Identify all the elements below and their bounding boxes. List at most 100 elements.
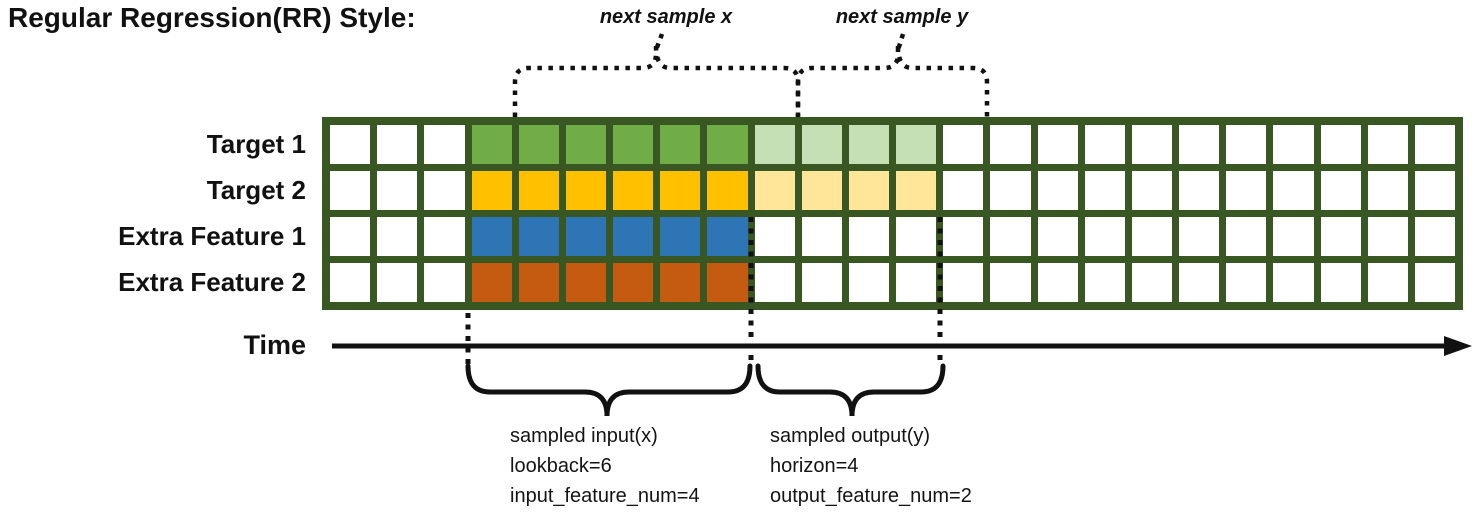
grid-cell: [1084, 171, 1125, 210]
sampled-input-caption-line3: input_feature_num=4: [510, 485, 700, 507]
grid-cell: [707, 217, 748, 256]
grid-cell: [801, 171, 842, 210]
grid-cell: [1131, 171, 1172, 210]
grid-cell: [1367, 263, 1408, 302]
grid-cell: [424, 171, 465, 210]
next-sample-y-label: next sample y: [835, 6, 969, 28]
next-sample-y-tick: [895, 33, 906, 51]
grid-cell: [1084, 217, 1125, 256]
sampled-input-brace: [465, 363, 753, 417]
grid-cell: [1367, 125, 1408, 164]
grid-cell: [565, 171, 606, 210]
grid-cell: [801, 263, 842, 302]
grid-cell: [565, 125, 606, 164]
grid-cell: [896, 171, 937, 210]
grid-cell: [660, 263, 701, 302]
grid-cell: [1037, 125, 1078, 164]
grid-cell: [613, 217, 654, 256]
grid-cell: [660, 217, 701, 256]
grid-cell: [1414, 171, 1455, 210]
grid-cell: [565, 217, 606, 256]
grid-cell: [1273, 217, 1314, 256]
grid-cell: [1226, 217, 1267, 256]
grid-cell: [754, 125, 795, 164]
grid-cell: [1367, 217, 1408, 256]
grid-cell: [848, 125, 889, 164]
grid-cell: [848, 171, 889, 210]
grid-cell: [565, 263, 606, 302]
grid-cell: [1037, 171, 1078, 210]
time-axis-label: Time: [243, 330, 306, 360]
grid-cell: [707, 263, 748, 302]
grid-cell: [1037, 263, 1078, 302]
grid-cell: [801, 125, 842, 164]
grid-cell: [471, 125, 512, 164]
grid-cell: [518, 171, 559, 210]
row-labels: Target 1 Target 2 Extra Feature 1 Extra …: [0, 125, 306, 309]
grid-cell: [330, 171, 371, 210]
next-sample-x-label: next sample x: [599, 6, 733, 28]
next-sample-x-brace: [512, 45, 801, 117]
sampled-input-caption-line2: lookback=6: [510, 455, 612, 477]
sampled-output-caption: sampled output(y) horizon=4 output_featu…: [770, 421, 972, 511]
grid-cell: [943, 125, 984, 164]
sample-grid: [322, 117, 1463, 310]
grid-cell: [707, 171, 748, 210]
grid-cell: [754, 217, 795, 256]
grid-cell: [660, 125, 701, 164]
grid-cell: [1320, 263, 1361, 302]
grid-cell: [424, 263, 465, 302]
grid-cell: [1131, 125, 1172, 164]
grid-cell: [896, 263, 937, 302]
grid-cell: [471, 217, 512, 256]
grid-cell: [1131, 217, 1172, 256]
next-sample-y-brace: [795, 45, 990, 117]
grid-cell: [518, 263, 559, 302]
grid-cell: [471, 263, 512, 302]
grid-cell: [943, 217, 984, 256]
grid-cell: [1179, 171, 1220, 210]
row-label-extra-feature-1: Extra Feature 1: [118, 221, 306, 251]
grid-cell: [707, 125, 748, 164]
grid-cell: [1320, 125, 1361, 164]
grid-cell: [1179, 217, 1220, 256]
grid-cell: [377, 171, 418, 210]
grid-cell: [518, 125, 559, 164]
grid-cell: [613, 125, 654, 164]
grid-cell: [990, 263, 1031, 302]
grid-cell: [1273, 263, 1314, 302]
time-arrow-head: [1444, 336, 1472, 356]
grid-cell: [1226, 171, 1267, 210]
next-sample-x-tick: [653, 33, 665, 51]
sampled-output-caption-line1: sampled output(y): [770, 425, 931, 447]
sampled-output-caption-line3: output_feature_num=2: [770, 485, 972, 507]
grid-cell: [613, 263, 654, 302]
grid-cell: [377, 263, 418, 302]
grid-cell: [754, 263, 795, 302]
grid-cell: [896, 125, 937, 164]
sampled-output-brace: [755, 363, 946, 417]
grid-cell: [613, 171, 654, 210]
grid-cell: [848, 217, 889, 256]
grid-cell: [1414, 217, 1455, 256]
row-label-target-1: Target 1: [206, 129, 306, 159]
grid-cell: [1179, 125, 1220, 164]
grid-cell: [330, 217, 371, 256]
grid-cell: [660, 171, 701, 210]
grid-cell: [1273, 125, 1314, 164]
grid-cell: [943, 171, 984, 210]
grid-cell: [377, 217, 418, 256]
grid-cell: [1414, 263, 1455, 302]
grid-cell: [1084, 125, 1125, 164]
row-label-target-2: Target 2: [206, 175, 306, 205]
grid-cell: [1273, 171, 1314, 210]
grid-cell: [1084, 263, 1125, 302]
grid-cell: [990, 171, 1031, 210]
grid-cell: [1414, 125, 1455, 164]
grid-cell: [990, 217, 1031, 256]
row-label-extra-feature-2: Extra Feature 2: [118, 267, 306, 297]
grid-cell: [1320, 217, 1361, 256]
grid-cell: [848, 263, 889, 302]
grid-cell: [943, 263, 984, 302]
